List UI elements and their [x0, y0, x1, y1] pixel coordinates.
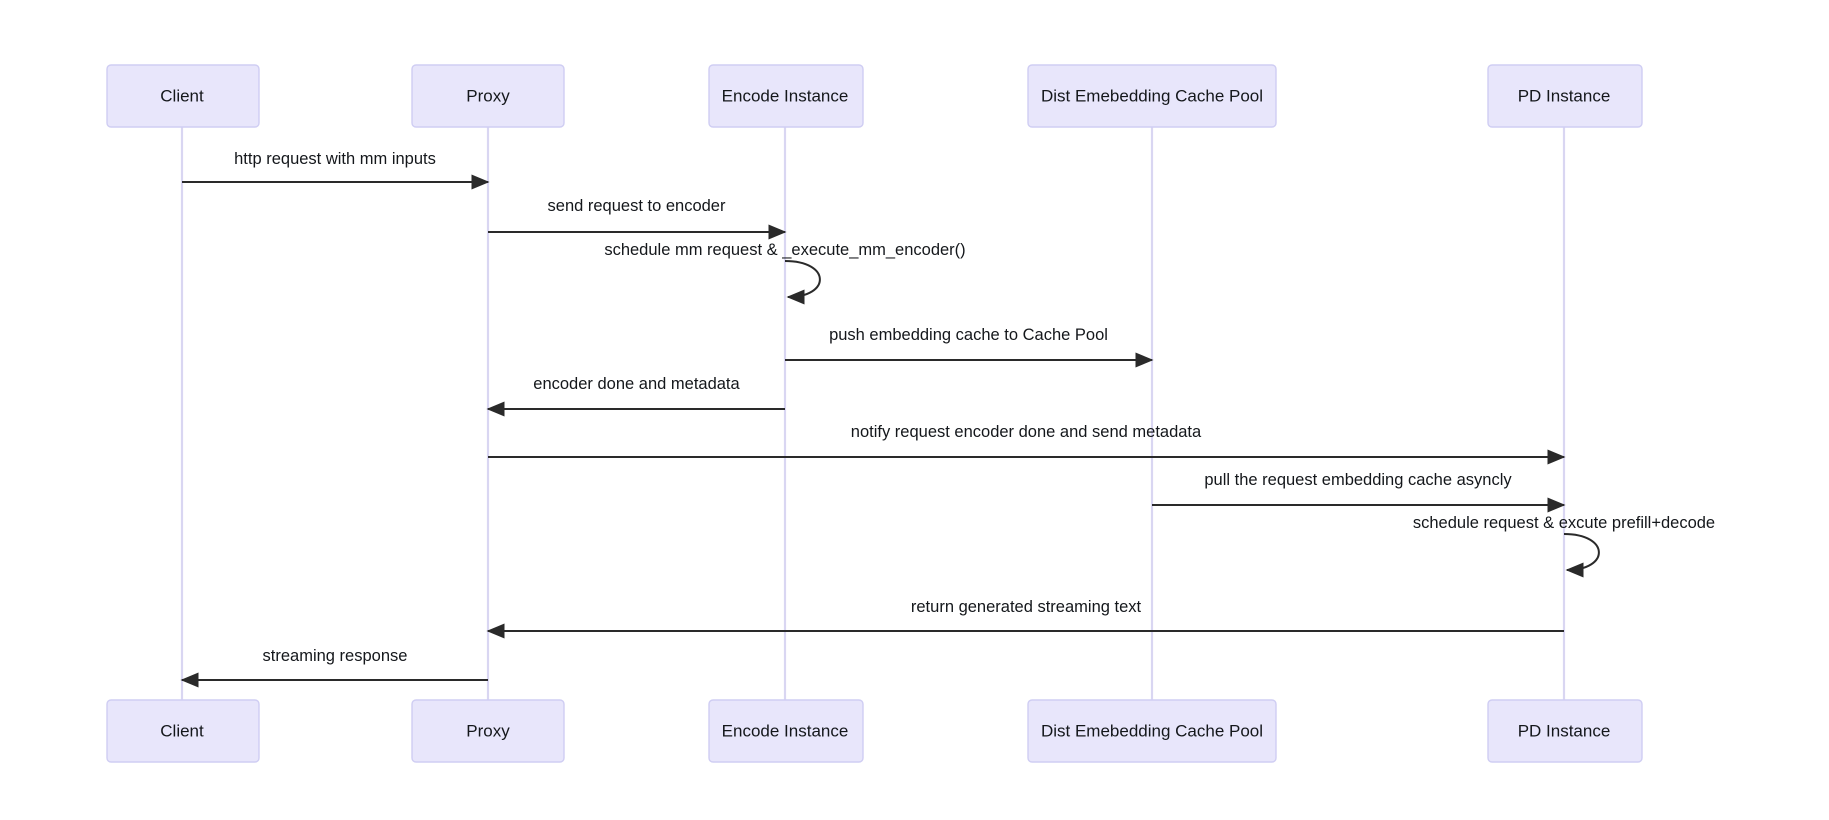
message-m1[interactable]: http request with mm inputs	[182, 150, 490, 190]
message-m3[interactable]: schedule mm request & _execute_mm_encode…	[604, 241, 966, 305]
participant-box-rect	[411, 64, 565, 128]
message-label: http request with mm inputs	[234, 150, 436, 168]
message-label: schedule request & excute prefill+decode	[1413, 514, 1715, 532]
participant-encoder-top[interactable]: Encode Instance	[708, 64, 864, 128]
message-m5[interactable]: encoder done and metadata	[486, 375, 785, 417]
participant-client-bottom[interactable]: Client	[106, 699, 260, 763]
message-m4[interactable]: push embedding cache to Cache Pool	[785, 326, 1154, 368]
message-label: return generated streaming text	[911, 598, 1142, 616]
participant-label: Dist Emebedding Cache Pool	[1041, 721, 1263, 740]
messages-group: http request with mm inputs send request …	[180, 150, 1715, 688]
message-m7[interactable]: pull the request embedding cache asyncly	[1152, 471, 1566, 513]
participant-box-rect	[708, 64, 864, 128]
participant-proxy-top[interactable]: Proxy	[411, 64, 565, 128]
participant-box-rect	[1027, 699, 1277, 763]
participant-label: Client	[160, 86, 204, 105]
participant-label: Dist Emebedding Cache Pool	[1041, 86, 1263, 105]
message-m10[interactable]: streaming response	[180, 647, 488, 688]
participant-cachepool-bottom[interactable]: Dist Emebedding Cache Pool	[1027, 699, 1277, 763]
self-loop-arrow	[1563, 533, 1600, 578]
message-m8[interactable]: schedule request & excute prefill+decode	[1413, 514, 1715, 578]
participant-box-rect	[1027, 64, 1277, 128]
lifelines-group	[180, 127, 1566, 700]
message-label: encoder done and metadata	[533, 375, 740, 393]
message-m9[interactable]: return generated streaming text	[486, 598, 1564, 639]
participant-label: PD Instance	[1518, 721, 1611, 740]
participant-boxes-bottom: Client Proxy Encode Instance Dist Emebeddin…	[106, 699, 1643, 763]
message-label: send request to encoder	[548, 197, 726, 215]
participant-box-rect	[106, 64, 260, 128]
message-label: pull the request embedding cache asyncly	[1204, 471, 1512, 489]
message-label: streaming response	[263, 647, 408, 665]
participant-proxy-bottom[interactable]: Proxy	[411, 699, 565, 763]
participant-box-rect	[411, 699, 565, 763]
message-m6[interactable]: notify request encoder done and send met…	[488, 423, 1566, 465]
participant-client-top[interactable]: Client	[106, 64, 260, 128]
message-label: notify request encoder done and send met…	[851, 423, 1202, 441]
self-loop-arrow	[784, 260, 821, 305]
participant-label: Encode Instance	[722, 86, 849, 105]
participant-label: PD Instance	[1518, 86, 1611, 105]
participant-box-rect	[1487, 699, 1643, 763]
participant-encoder-bottom[interactable]: Encode Instance	[708, 699, 864, 763]
participant-pd-bottom[interactable]: PD Instance	[1487, 699, 1643, 763]
participant-box-rect	[708, 699, 864, 763]
participant-pd-top[interactable]: PD Instance	[1487, 64, 1643, 128]
message-label: push embedding cache to Cache Pool	[829, 326, 1108, 344]
participant-box-rect	[106, 699, 260, 763]
participant-label: Client	[160, 721, 204, 740]
participant-label: Encode Instance	[722, 721, 849, 740]
participant-box-rect	[1487, 64, 1643, 128]
participant-cachepool-top[interactable]: Dist Emebedding Cache Pool	[1027, 64, 1277, 128]
participant-label: Proxy	[466, 86, 510, 105]
message-label: schedule mm request & _execute_mm_encode…	[604, 241, 965, 259]
participant-label: Proxy	[466, 721, 510, 740]
participant-boxes-top: Client Proxy Encode Instance Dist Emebeddin…	[106, 64, 1643, 128]
message-m2[interactable]: send request to encoder	[488, 197, 787, 240]
